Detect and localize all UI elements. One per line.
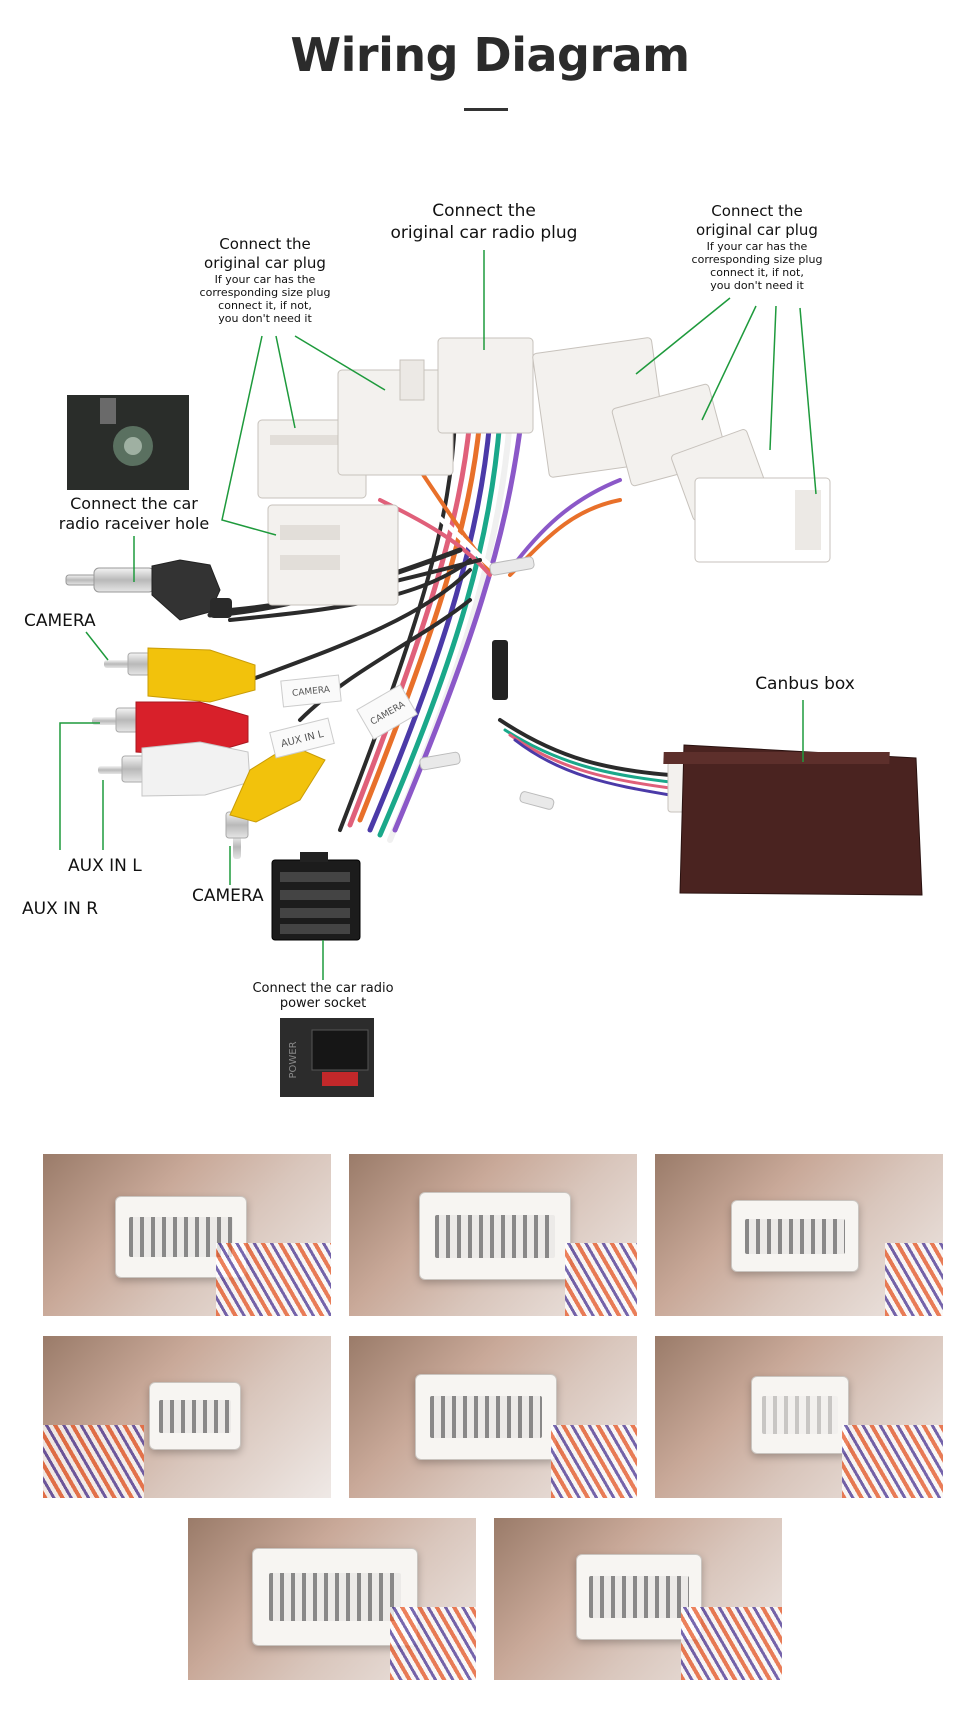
leader-left-1 [221,335,277,536]
leader-right-3 [769,305,777,451]
rca-plug-camera-yellow-bottom [225,744,326,859]
connector-photo-5 [349,1336,637,1498]
label-antenna: Connect the car radio raceiver hole [54,494,214,534]
label-antenna-text: Connect the car radio raceiver hole [58,494,210,533]
label-radio-plug: Connect the original car radio plug [368,200,600,244]
label-car-plug-left-main: Connect the original car plug [204,235,326,272]
title-divider [464,108,508,111]
leader-right-4 [799,307,817,495]
leader-left-3 [294,335,386,391]
cable-tag-camera-1-text: CAMERA [292,685,332,699]
antenna-plug [65,559,232,621]
cable-tag-aux-in-l: AUX IN L [269,717,335,759]
label-power-socket-text: Connect the car radio power socket [252,981,394,1011]
wiring-diagram: CAMERA AUX IN L CAMERA POWER [59,250,923,1097]
label-car-plug-right-sub: If your car has the corresponding size p… [691,240,823,292]
label-aux-in-r: AUX IN R [22,899,99,919]
connector-photo-7 [188,1518,476,1680]
rca-plug-aux-white [98,741,251,797]
page-title: Wiring Diagram [290,28,690,82]
connector-photo-6 [655,1336,943,1498]
cable-ties [419,556,555,810]
car-plug-connector-2 [267,504,399,606]
label-aux-in-l: AUX IN L [68,856,142,876]
label-car-plug-right-main: Connect the original car plug [696,202,818,239]
power-socket-photo: POWER [280,1018,374,1097]
wire-bundle [207,417,672,843]
car-plug-connector-3 [337,359,454,476]
rca-plug-camera-yellow-top [104,647,256,703]
power-socket-connector [271,852,361,941]
canbus-box [663,744,923,896]
cable-tag-camera-2: CAMERA [356,684,418,740]
label-car-plug-left-sub: If your car has the corresponding size p… [199,273,331,325]
radio-plug-connector [437,337,534,434]
connector-photo-3 [655,1154,943,1316]
label-power-socket: Connect the car radio power socket [243,981,403,1011]
label-radio-plug-text: Connect the original car radio plug [390,201,578,243]
label-camera-top: CAMERA [24,611,96,631]
leader-aux-r [59,722,100,850]
power-tag-text: POWER [288,1041,299,1078]
label-car-plug-right: Connect the original car plug If your ca… [680,202,834,292]
leader-left-2 [275,335,296,429]
antenna-socket-photo [67,395,189,490]
label-camera-bottom: CAMERA [192,886,264,906]
label-car-plug-left: Connect the original car plug If your ca… [188,235,342,325]
car-plug-connector-7 [694,477,831,563]
leader-right-2 [701,305,757,421]
label-canbus-box: Canbus box [755,674,855,694]
connector-photo-8 [494,1518,782,1680]
leader-camera-top [85,631,109,661]
leader-lines [59,250,817,980]
connector-photo-4 [43,1336,331,1498]
leader-right-1 [635,297,731,375]
connector-photo-1 [43,1154,331,1316]
cable-tag-camera-1: CAMERA [280,674,342,708]
connector-photo-2 [349,1154,637,1316]
